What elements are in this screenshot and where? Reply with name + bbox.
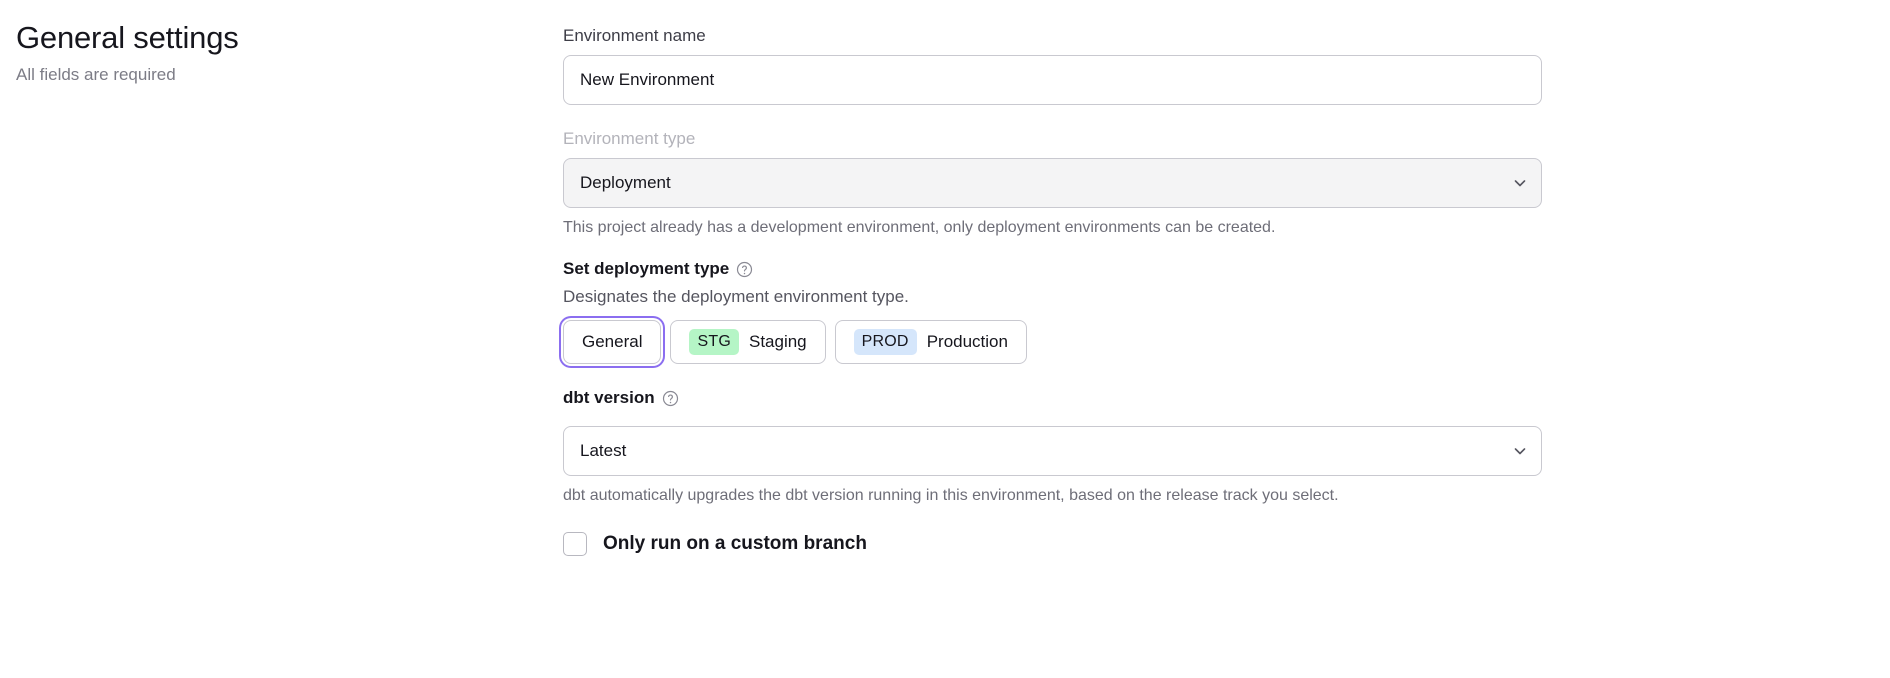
environment-name-label: Environment name bbox=[563, 26, 706, 45]
custom-branch-checkbox[interactable] bbox=[563, 532, 587, 556]
staging-badge: STG bbox=[689, 329, 739, 355]
field-deployment-type: Set deployment type Designates the deplo… bbox=[563, 257, 1542, 364]
help-circle-icon[interactable] bbox=[736, 261, 753, 278]
dbt-version-helper-text: dbt automatically upgrades the dbt versi… bbox=[563, 487, 1339, 504]
custom-branch-row[interactable]: Only run on a custom branch bbox=[563, 531, 1542, 557]
deployment-type-option-general-label: General bbox=[582, 332, 643, 351]
deployment-type-option-production-label: Production bbox=[926, 332, 1008, 351]
environment-name-input[interactable] bbox=[563, 55, 1542, 105]
custom-branch-label[interactable]: Only run on a custom branch bbox=[603, 533, 867, 554]
field-environment-type: Environment type Deployment This project… bbox=[563, 127, 1542, 239]
dbt-version-label: dbt version bbox=[563, 388, 655, 407]
environment-type-value: Deployment bbox=[580, 173, 671, 192]
page-subtitle: All fields are required bbox=[16, 65, 176, 84]
environment-type-helper-text: This project already has a development e… bbox=[563, 219, 1276, 236]
production-badge: PROD bbox=[853, 329, 917, 355]
dbt-version-select-wrap: Latest bbox=[563, 426, 1542, 476]
deployment-type-toggle-group: General STG Staging PROD Production bbox=[563, 320, 1542, 364]
settings-form: Environment name Environment type Deploy… bbox=[563, 24, 1542, 557]
page-title: General settings bbox=[16, 20, 239, 55]
deployment-type-label: Set deployment type bbox=[563, 259, 730, 278]
deployment-type-option-staging[interactable]: STG Staging bbox=[670, 320, 826, 364]
environment-type-select-wrap: Deployment bbox=[563, 158, 1542, 208]
dbt-version-label-row: dbt version bbox=[563, 386, 1542, 410]
deployment-type-option-production[interactable]: PROD Production bbox=[834, 320, 1027, 364]
dbt-version-select[interactable]: Latest bbox=[563, 426, 1542, 476]
field-dbt-version: dbt version Latest bbox=[563, 386, 1542, 507]
settings-header-column: General settings All fields are required bbox=[16, 18, 516, 87]
deployment-type-label-row: Set deployment type bbox=[563, 257, 1542, 281]
environment-type-label: Environment type bbox=[563, 129, 696, 148]
deployment-type-option-staging-label: Staging bbox=[748, 332, 807, 351]
deployment-type-option-general[interactable]: General bbox=[563, 320, 662, 364]
help-circle-icon[interactable] bbox=[662, 390, 679, 407]
deployment-type-description: Designates the deployment environment ty… bbox=[563, 287, 909, 306]
field-environment-name: Environment name bbox=[563, 24, 1542, 105]
dbt-version-value: Latest bbox=[580, 441, 627, 460]
environment-type-select: Deployment bbox=[563, 158, 1542, 208]
